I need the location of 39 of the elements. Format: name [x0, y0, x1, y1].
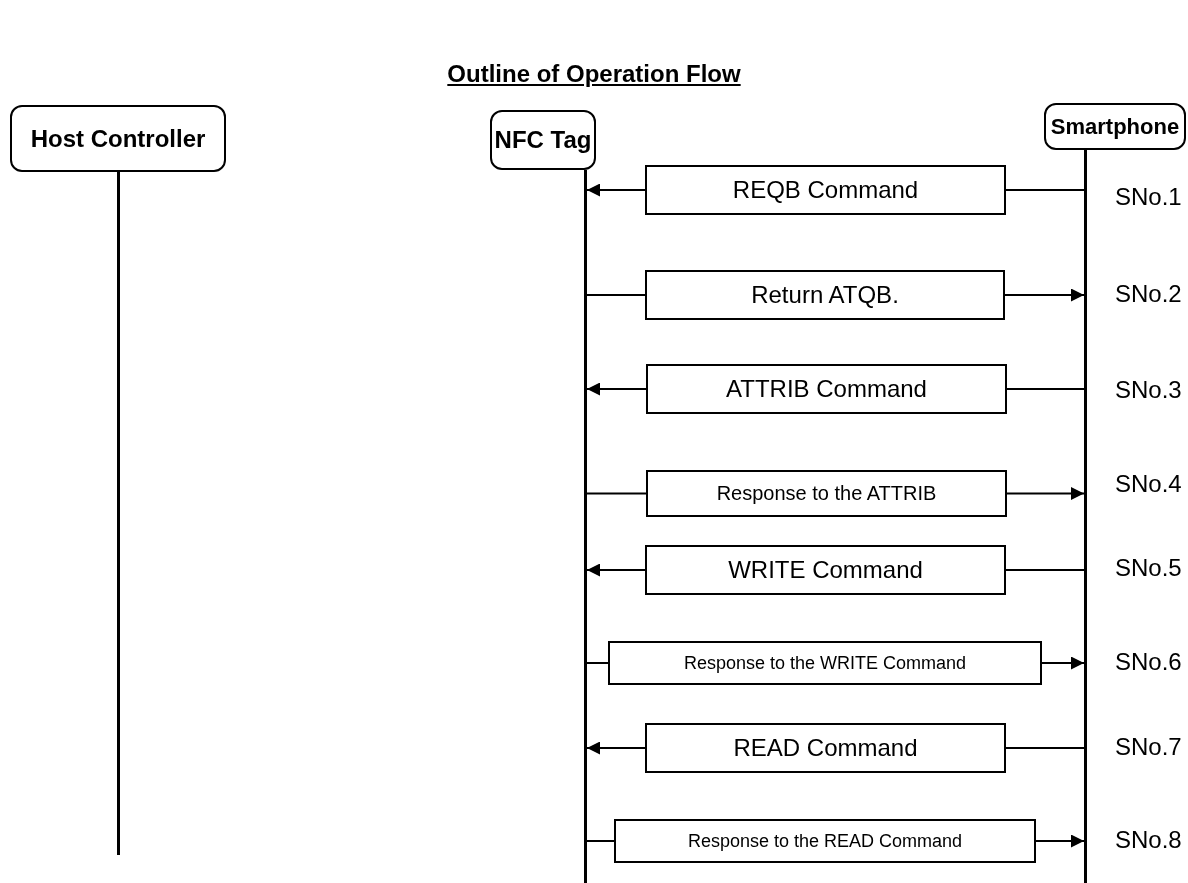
diagram-title: Outline of Operation Flow	[447, 60, 741, 87]
message-box: REQB Command	[645, 165, 1006, 215]
message-box: Response to the READ Command	[614, 819, 1036, 863]
lifeline	[1084, 150, 1087, 883]
arrow	[1035, 834, 1085, 848]
message-box: Response to the WRITE Command	[608, 641, 1042, 685]
step-number: SNo.4	[1115, 470, 1182, 498]
participant-box: NFC Tag	[490, 110, 596, 170]
arrow	[586, 563, 646, 577]
message-box: Return ATQB.	[645, 270, 1005, 320]
arrow	[1041, 656, 1085, 670]
connector-line	[1005, 189, 1085, 191]
lifeline	[584, 170, 587, 883]
connector-line	[586, 294, 646, 296]
message-box: ATTRIB Command	[646, 364, 1007, 414]
participant-box: Host Controller	[10, 105, 226, 172]
connector-line	[1005, 569, 1085, 571]
step-number: SNo.5	[1115, 554, 1182, 582]
arrow	[586, 382, 647, 396]
message-box: WRITE Command	[645, 545, 1006, 595]
arrow	[1004, 288, 1085, 302]
step-number: SNo.7	[1115, 733, 1182, 761]
step-number: SNo.1	[1115, 183, 1182, 211]
step-number: SNo.3	[1115, 376, 1182, 404]
participant-box: Smartphone	[1044, 103, 1186, 150]
step-number: SNo.6	[1115, 648, 1182, 676]
connector-line	[586, 840, 615, 842]
step-number: SNo.2	[1115, 280, 1182, 308]
message-box: READ Command	[645, 723, 1006, 773]
arrow	[586, 183, 646, 197]
arrow	[586, 741, 646, 755]
step-number: SNo.8	[1115, 826, 1182, 854]
connector-line	[586, 492, 647, 495]
connector-line	[586, 662, 609, 664]
arrow	[1006, 487, 1085, 500]
message-box: Response to the ATTRIB	[646, 470, 1007, 517]
connector-line	[1006, 388, 1085, 390]
lifeline	[117, 172, 120, 855]
connector-line	[1005, 747, 1085, 749]
